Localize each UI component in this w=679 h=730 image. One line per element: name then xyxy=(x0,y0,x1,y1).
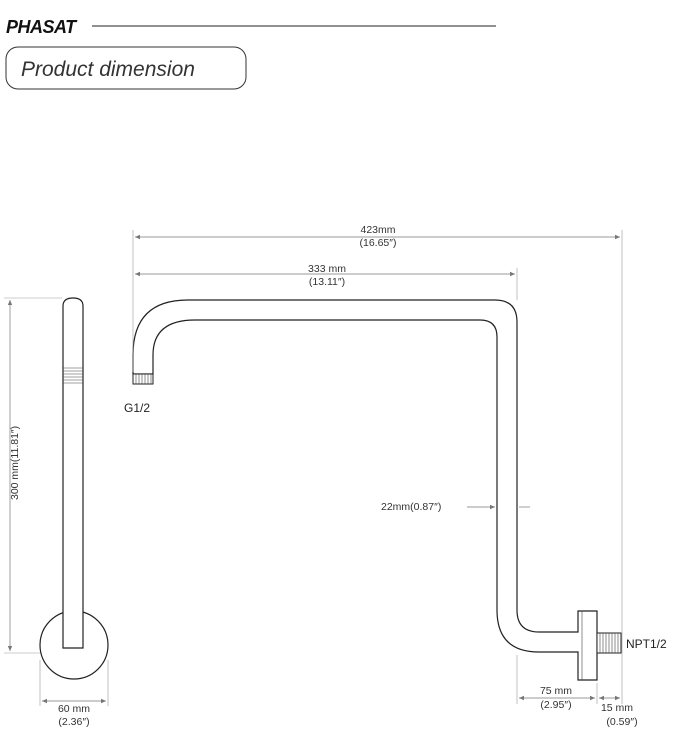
elbow-dimension-mm: 75 mm xyxy=(540,685,572,697)
outlet-thread xyxy=(132,373,154,385)
side-view: 300 mm(11.81″) 60 mm (2.36″) xyxy=(4,297,109,728)
section-title: Product dimension xyxy=(21,58,195,81)
thread-dimension-mm: 15 mm xyxy=(601,702,633,714)
flange-dimension-in: (2.36″) xyxy=(58,716,89,728)
outlet-thread-label: G1/2 xyxy=(124,401,150,415)
arm-width-mm: 333 mm xyxy=(308,263,346,275)
flange-dimension-mm: 60 mm xyxy=(58,703,90,715)
arm-width-in: (13.11″) xyxy=(309,276,345,288)
overall-width-in: (16.65″) xyxy=(360,237,397,249)
height-dimension-label: 300 mm(11.81″) xyxy=(9,426,21,500)
inlet-thread xyxy=(596,632,622,654)
diameter-label: 22mm(0.87″) xyxy=(381,501,441,513)
title-frame xyxy=(5,46,247,90)
shower-arm xyxy=(132,299,598,681)
front-view: G1/2 NPT1/2 423mm (16.65″) 333 mm (13.11… xyxy=(124,224,667,728)
inlet-thread-label: NPT1/2 xyxy=(626,637,667,651)
thread-dimension-in: (0.59″) xyxy=(606,716,637,728)
elbow-dimension-in: (2.95″) xyxy=(540,699,571,711)
side-arm xyxy=(62,297,84,649)
brand-logo: PHASAT xyxy=(6,17,78,37)
section-title-box: Product dimension xyxy=(5,46,247,90)
brand-header: PHASAT xyxy=(6,17,496,37)
overall-width-mm: 423mm xyxy=(360,224,395,236)
side-arm-threads xyxy=(63,367,83,384)
